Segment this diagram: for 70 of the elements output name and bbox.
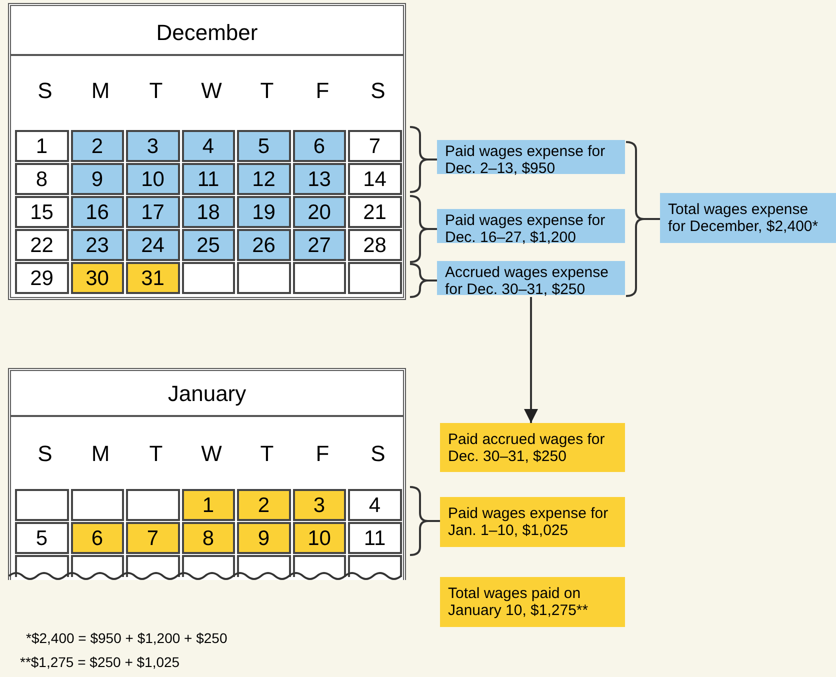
calendar-date: 6 (292, 130, 346, 162)
text-box: Paid wages expense for Dec. 2–13, $950 (437, 140, 625, 174)
calendar-date: 19 (237, 196, 290, 228)
weekday-letter: S (370, 78, 386, 104)
calendar-date: 5 (237, 130, 290, 162)
calendar-date: 17 (126, 196, 180, 228)
text-box: Total wages expense for December, $2,400* (660, 193, 836, 243)
calendar-date: 14 (348, 163, 402, 195)
weekday-letter: W (200, 441, 223, 467)
calendar-date: 3 (292, 489, 346, 521)
weekday-letter: T (148, 78, 164, 104)
calendar-date: 13 (292, 163, 346, 195)
calendar-date: 12 (237, 163, 290, 195)
text-box: Paid wages expense for Jan. 1–10, $1,025 (440, 497, 625, 547)
calendar-date: 4 (348, 489, 402, 521)
weekday-letter: F (314, 78, 330, 104)
weekday-letter: S (370, 441, 386, 467)
calendar-date: 27 (292, 229, 346, 261)
calendar-date: 8 (182, 522, 235, 554)
calendar-date: 11 (182, 163, 235, 195)
calendar-date: 23 (70, 229, 124, 261)
calendar-date: 24 (126, 229, 180, 261)
calendar-date: 10 (126, 163, 180, 195)
weekday-letter: S (36, 441, 54, 467)
calendar-date: 9 (70, 163, 124, 195)
weekday-letter: M (90, 78, 111, 104)
weekday-letter: M (90, 441, 111, 467)
calendar-date: 1 (15, 130, 68, 162)
arrow (524, 297, 538, 423)
calendar-date: 20 (292, 196, 346, 228)
footnote: **$1,275 = $250 + $1,025 (20, 654, 180, 670)
calendar-date: 9 (237, 522, 290, 554)
calendar-date: 22 (15, 229, 68, 261)
calendar-date: 2 (70, 130, 124, 162)
calendar-date: 21 (348, 196, 402, 228)
text-box: Accrued wages expense for Dec. 30–31, $250 (437, 261, 625, 295)
calendar-date: 26 (237, 229, 290, 261)
calendar (8, 3, 406, 300)
calendar (8, 368, 406, 580)
calendar-date: 15 (15, 196, 68, 228)
calendar-date: 3 (126, 130, 180, 162)
text-box: Total wages paid on January 10, $1,275** (440, 577, 625, 627)
weekday-letter: S (36, 78, 54, 104)
calendar-date: 11 (348, 522, 402, 554)
calendar-date: 29 (15, 262, 68, 294)
weekday-letter: T (259, 441, 275, 467)
calendar-date: 25 (182, 229, 235, 261)
calendar-date: 5 (15, 522, 68, 554)
calendar-date: 4 (182, 130, 235, 162)
weekday-letter: F (314, 441, 330, 467)
calendar-date: 7 (126, 522, 180, 554)
calendar-title: January (166, 381, 248, 407)
calendar-date: 10 (292, 522, 346, 554)
calendar-title: December (155, 20, 259, 46)
calendar-date: 31 (126, 262, 180, 294)
text-box: Paid accrued wages for Dec. 30–31, $250 (440, 423, 625, 472)
calendar-date: 28 (348, 229, 402, 261)
text-box: Paid wages expense for Dec. 16–27, $1,200 (437, 209, 625, 243)
weekday-letter: T (148, 441, 164, 467)
calendar-date: 16 (70, 196, 124, 228)
calendar-date: 30 (70, 262, 124, 294)
calendar-date: 18 (182, 196, 235, 228)
calendar-date: 2 (237, 489, 290, 521)
calendar-date: 1 (182, 489, 235, 521)
weekday-letter: W (200, 78, 223, 104)
calendar-date: 8 (15, 163, 68, 195)
calendar-date: 7 (348, 130, 402, 162)
calendar-date: 6 (70, 522, 124, 554)
footnote: *$2,400 = $950 + $1,200 + $250 (26, 630, 228, 646)
weekday-letter: T (259, 78, 275, 104)
